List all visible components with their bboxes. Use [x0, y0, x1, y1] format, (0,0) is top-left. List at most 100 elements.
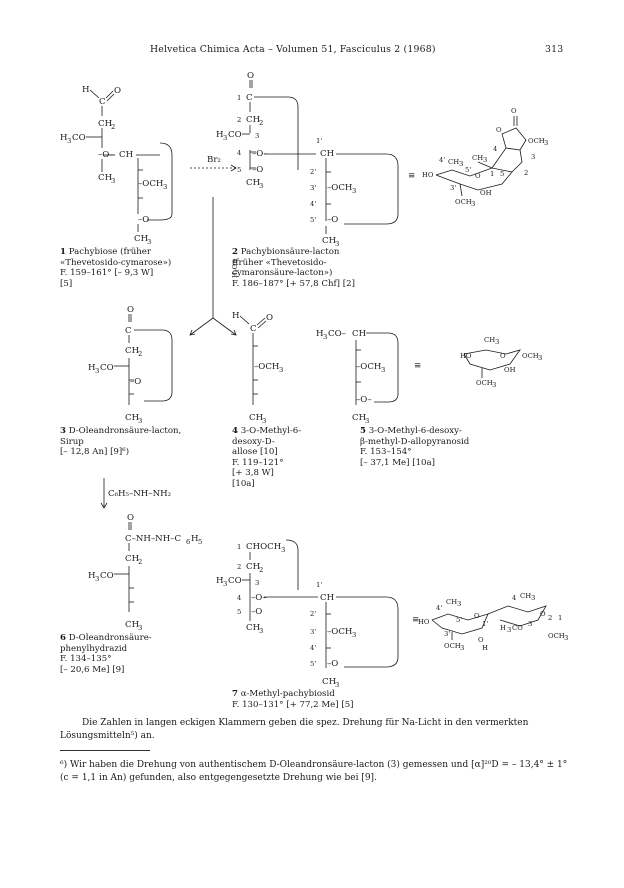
svg-text:H: H [216, 576, 224, 586]
svg-text:CH: CH [134, 234, 149, 244]
svg-text:3: 3 [352, 187, 356, 195]
svg-text:CH: CH [125, 346, 140, 356]
svg-text:1: 1 [490, 170, 494, 178]
svg-text:3: 3 [492, 381, 496, 389]
svg-text:5': 5' [310, 660, 316, 668]
svg-text:3: 3 [495, 338, 499, 346]
svg-text:CO: CO [228, 576, 242, 586]
svg-text:1: 1 [558, 614, 562, 622]
svg-text:H: H [482, 644, 488, 652]
svg-text:3: 3 [460, 644, 464, 652]
page-number: 313 [545, 44, 564, 55]
svg-text:CH: CH [520, 592, 531, 600]
svg-text:3: 3 [365, 417, 369, 425]
svg-text:H: H [191, 534, 199, 544]
compound-number: 6 [60, 633, 66, 643]
svg-text:OH: OH [480, 189, 492, 197]
compound-number: 1 [60, 247, 66, 257]
svg-text:3: 3 [335, 681, 339, 689]
compound-number: 4 [232, 426, 238, 436]
svg-text:O: O [511, 107, 517, 115]
svg-text:CH: CH [320, 593, 335, 603]
svg-text:–O: –O [327, 215, 338, 225]
compound-4-caption: 4 3-O-Methyl-6- desoxy-D- allose [10] F.… [232, 426, 301, 490]
caption-line: [– 12,8 An] [9]⁶) [60, 447, 130, 458]
svg-text:CO: CO [228, 130, 242, 140]
svg-text:3: 3 [538, 354, 542, 362]
svg-text:4: 4 [237, 149, 241, 157]
svg-text:1: 1 [237, 94, 241, 102]
svg-text:CH: CH [125, 620, 140, 630]
svg-text:3: 3 [147, 238, 151, 246]
svg-text:3: 3 [223, 580, 227, 588]
compound-name: D-Oleandronsäure- [68, 633, 152, 643]
svg-text:–OCH: –OCH [327, 183, 353, 193]
caption-line: F. 159–161° [– 9,3 W] [60, 268, 154, 279]
caption-line: desoxy-D- [232, 436, 275, 447]
svg-text:–O: –O [138, 215, 149, 225]
svg-text:2: 2 [237, 563, 241, 571]
svg-text:C–NH–NH–C: C–NH–NH–C [125, 534, 181, 544]
svg-text:3: 3 [323, 333, 327, 341]
running-header: Helvetica Chimica Acta – Volumen 51, Fas… [150, 44, 436, 55]
svg-text:3: 3 [335, 240, 339, 248]
caption-line: F. 186–187° [+ 57,8 Chf] [2] [232, 278, 355, 289]
svg-text:4': 4' [310, 644, 316, 652]
reagent-phenylhydrazine: C₆H₅–NH–NH₂ [108, 489, 171, 499]
svg-text:3: 3 [138, 417, 142, 425]
svg-text:3: 3 [483, 156, 487, 164]
caption-line: cymaronsäure-lacton») [232, 268, 333, 279]
svg-text:3: 3 [528, 620, 532, 628]
svg-text:CO: CO [100, 571, 114, 581]
svg-text:O: O [474, 612, 480, 620]
svg-text:H: H [88, 571, 96, 581]
svg-text:4': 4' [439, 156, 445, 164]
svg-text:3: 3 [459, 160, 463, 168]
svg-text:CO: CO [72, 133, 86, 143]
svg-text:CH: CH [352, 413, 367, 423]
svg-text:H: H [500, 624, 506, 632]
compound-number: 3 [60, 426, 66, 436]
svg-text:1: 1 [237, 543, 241, 551]
svg-text:CO: CO [100, 363, 114, 373]
svg-text:3: 3 [255, 132, 259, 140]
svg-text:–OCH: –OCH [356, 362, 382, 372]
svg-text:3: 3 [531, 153, 535, 161]
svg-text:–O–: –O– [251, 593, 267, 603]
compound-name: Pachybiose (früher [68, 247, 151, 257]
svg-text:H: H [88, 363, 96, 373]
svg-text:3: 3 [531, 594, 535, 602]
svg-text:OCH: OCH [455, 198, 472, 206]
svg-text:2: 2 [259, 119, 263, 127]
svg-text:2: 2 [138, 558, 142, 566]
caption-line: [– 20,6 Me] [9] [60, 664, 125, 675]
svg-text:O: O [266, 313, 273, 323]
compound-5-caption: 5 3-O-Methyl-6-desoxy- β-methyl-D-allopy… [360, 426, 469, 468]
svg-text:3: 3 [457, 600, 461, 608]
svg-text:OCH: OCH [522, 352, 539, 360]
compound-name: 3-O-Methyl-6-desoxy- [368, 426, 462, 436]
svg-text:CHOCH: CHOCH [246, 542, 282, 552]
svg-text:–O: –O [252, 165, 263, 175]
reagent-bromine: Br₂ [207, 155, 221, 165]
svg-text:3: 3 [163, 183, 167, 191]
svg-text:5: 5 [500, 170, 504, 178]
svg-text:CH: CH [246, 178, 261, 188]
svg-text:CH: CH [249, 413, 264, 423]
caption-line: allose [10] [232, 447, 278, 458]
svg-text:–O–: –O– [356, 395, 372, 405]
svg-text:C: C [246, 93, 253, 103]
svg-text:O: O [127, 513, 134, 523]
svg-text:CH: CH [246, 115, 261, 125]
caption-line: «Thevetosido-cymarose») [60, 257, 172, 268]
svg-text:3: 3 [564, 634, 568, 642]
svg-text:–OCH: –OCH [138, 179, 164, 189]
svg-text:CH: CH [98, 119, 113, 129]
svg-text:3': 3' [310, 184, 316, 192]
